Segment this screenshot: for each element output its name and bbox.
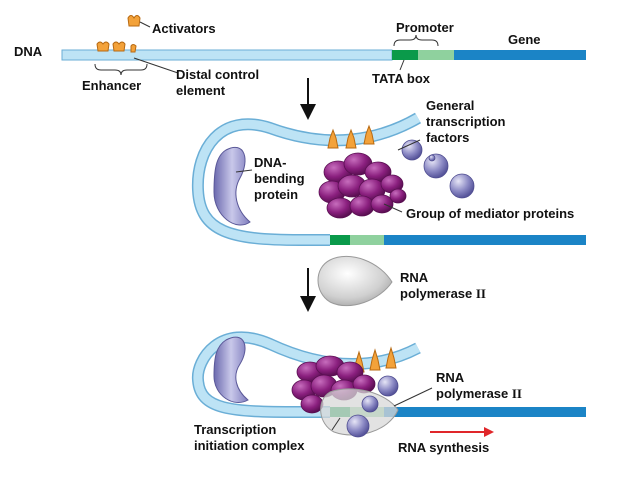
tata-box-leader	[399, 59, 405, 71]
tata-box-label: TATA box	[372, 71, 431, 86]
mediator-leader	[383, 203, 403, 213]
rna-pol-free-label-1: RNA	[400, 270, 429, 285]
gtf-leader	[397, 139, 421, 151]
mediator-label: Group of mediator proteins	[406, 206, 574, 221]
gtf-label-2: transcription	[426, 114, 506, 129]
activator-proteins-middle	[327, 124, 375, 149]
bending-protein-leader	[235, 169, 253, 173]
distal-control-label-2: element	[176, 83, 226, 98]
mediator-proteins-middle	[318, 152, 407, 219]
tic-label-2: initiation complex	[194, 438, 305, 453]
tic-leader	[331, 417, 341, 431]
distal-element-leader	[133, 57, 179, 74]
rna-pol-bound-leader	[393, 387, 433, 407]
rna-pol-bound-label-1: RNA	[436, 370, 465, 385]
dna-label: DNA	[14, 44, 43, 59]
top-dna-strand	[61, 49, 586, 61]
bending-protein-label-2: bending	[254, 171, 305, 186]
bending-protein-label-3: protein	[254, 187, 298, 202]
rna-synthesis-label: RNA synthesis	[398, 440, 489, 455]
general-transcription-factors	[401, 139, 475, 199]
gene-label: Gene	[508, 32, 541, 47]
gtf-label-3: factors	[426, 130, 469, 145]
activators-label: Activators	[152, 21, 216, 36]
activators-leader	[139, 21, 151, 28]
rna-pol-bound-label-2: polymerase II	[436, 386, 522, 401]
enhancer-brace	[94, 63, 148, 76]
rna-polymerase-bound	[320, 388, 399, 436]
enhancer-label: Enhancer	[82, 78, 141, 93]
rna-synthesis-arrowhead	[484, 427, 494, 437]
distal-control-label-1: Distal control	[176, 67, 259, 82]
gtf-bottom	[346, 375, 399, 438]
promoter-label: Promoter	[396, 20, 454, 35]
rna-pol-free-label-2: polymerase II	[400, 286, 486, 301]
promoter-brace	[393, 34, 439, 47]
dna-bending-protein-middle	[213, 147, 251, 226]
activator-proteins-top	[96, 15, 141, 53]
rna-polymerase-free	[317, 255, 393, 307]
free-activator-icon	[127, 15, 141, 27]
dna-bending-protein-bottom	[213, 336, 249, 403]
mediator-proteins-bottom	[291, 355, 376, 414]
bending-protein-label-1: DNA-	[254, 155, 287, 170]
tic-label-1: Transcription	[194, 422, 276, 437]
gtf-label-1: General	[426, 98, 474, 113]
